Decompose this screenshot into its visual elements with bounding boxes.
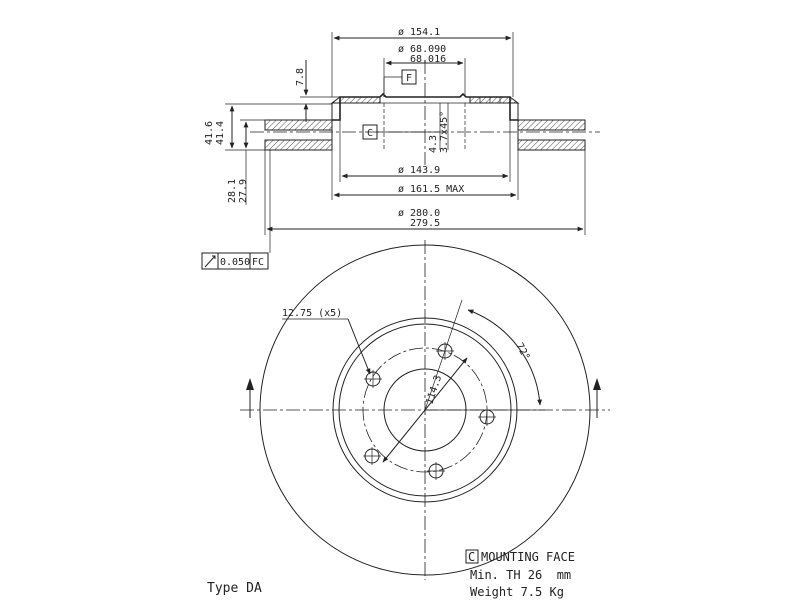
bolt-holes: [363, 342, 496, 480]
runout-arrow-icon: [204, 255, 216, 268]
notes: C MOUNTING FACE Min. TH 26 mm Weight 7.5…: [207, 549, 575, 599]
weight-label: Weight 7.5 Kg: [470, 585, 564, 599]
dim-height-lower: 41.4: [215, 121, 226, 145]
dim-thickness-upper: 28.1: [227, 179, 238, 203]
type-label: Type DA: [207, 581, 262, 596]
dim-bore-lower: 68.016: [410, 54, 446, 65]
runout-frame: [201, 252, 269, 270]
datum-f-label: F: [406, 73, 412, 84]
dim-chamfer-a: 4.3: [428, 135, 439, 153]
right-friction-ring-upper: [517, 119, 586, 131]
dim-chamfer-b: 3.7x45°: [439, 111, 450, 153]
mounting-face-box-label: C: [468, 550, 475, 564]
section-arrow-left-icon: [246, 378, 254, 390]
section-view: ø 154.1 ø 68.090 68.016 F 7.8 41.6 41.4 …: [201, 27, 600, 270]
dim-depth: 7.8: [295, 68, 306, 86]
datum-c-label: C: [367, 128, 373, 139]
angle-label: 72°: [513, 341, 531, 362]
dim-outer-top-diameter: ø 154.1: [398, 27, 440, 38]
dim-bore-upper: ø 68.090: [398, 44, 446, 55]
left-friction-ring-lower: [264, 139, 333, 151]
left-friction-ring-upper: [264, 119, 333, 131]
bolt-hole-label: 12.75 (x5): [282, 308, 342, 319]
datum-f-box: [401, 69, 417, 85]
right-friction-ring-lower: [517, 139, 586, 151]
runout-ref: FC: [252, 257, 264, 268]
dim-height-upper: 41.6: [204, 121, 215, 145]
min-thickness-label: Min. TH 26 mm: [470, 568, 571, 582]
dim-inner-diameter: ø 143.9: [398, 165, 440, 176]
bolt-hole: [427, 462, 445, 480]
front-view: 12.75 (x5) 114.3 72°: [240, 240, 610, 580]
dim-thickness-lower: 27.9: [238, 179, 249, 203]
bolt-hole: [478, 408, 496, 426]
dim-disc-diameter-lower: 279.5: [410, 218, 440, 229]
dim-disc-diameter-upper: ø 280.0: [398, 208, 440, 219]
hub-hat-section-right: [469, 96, 520, 104]
bolt-hole: [364, 370, 382, 388]
angle-arc: [467, 309, 542, 406]
bolt-hole: [363, 447, 381, 465]
runout-value: 0.050: [220, 257, 250, 268]
mounting-face-box: [465, 549, 479, 564]
mounting-face-label: MOUNTING FACE: [481, 550, 575, 564]
hub-hat-section-left: [330, 96, 381, 104]
dim-hub-max-diameter: ø 161.5 MAX: [398, 184, 464, 195]
section-arrow-right-icon: [593, 378, 601, 390]
